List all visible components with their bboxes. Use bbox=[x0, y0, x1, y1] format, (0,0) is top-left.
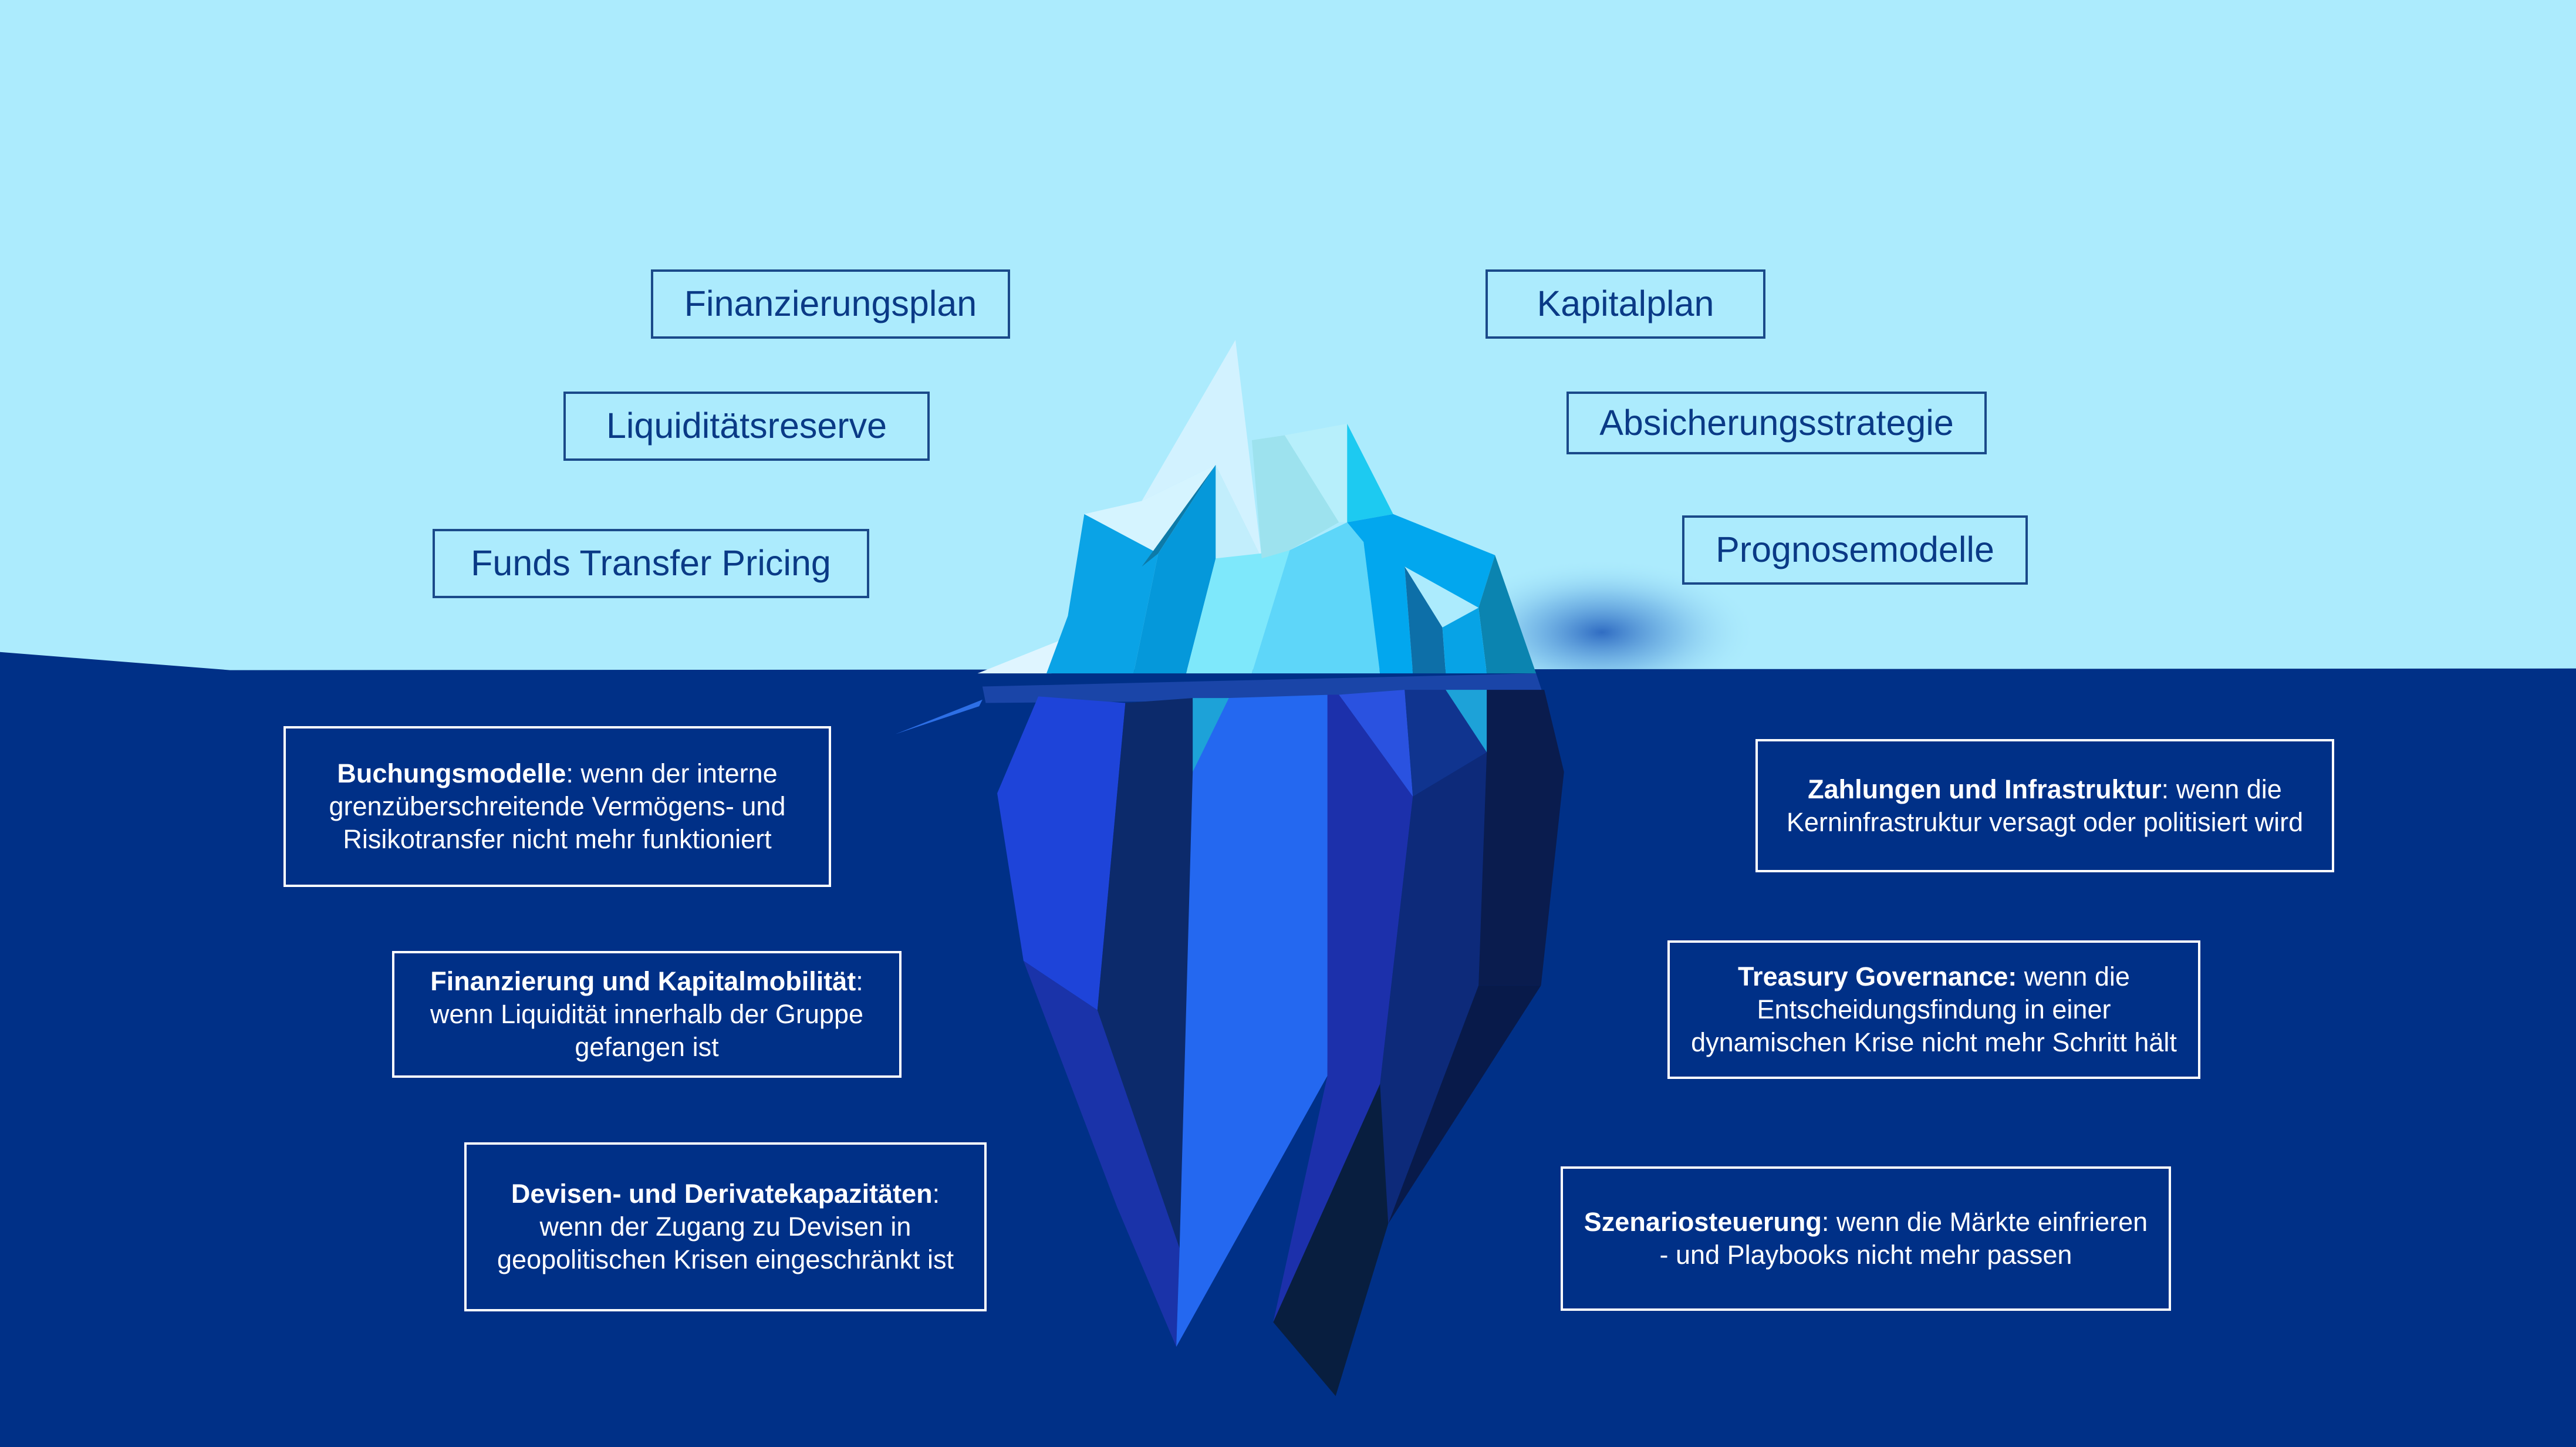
berg-shard bbox=[1347, 514, 1495, 674]
iceberg-underwater bbox=[895, 673, 1564, 1397]
berg-shard bbox=[1142, 340, 1262, 559]
card-line-1: wenn die bbox=[2024, 962, 2130, 991]
card-title: Treasury Governance: bbox=[1738, 962, 2017, 991]
berg-shard bbox=[1023, 960, 1180, 1347]
iceberg-above-water bbox=[977, 340, 1537, 674]
card-buchungsmodelle: Buchungsmodelle: wenn der interne grenzü… bbox=[283, 726, 831, 887]
card-text: Zahlungen und Infrastruktur: wenn die Ke… bbox=[1787, 773, 2303, 839]
berg-shard bbox=[1347, 423, 1393, 522]
card-text: Treasury Governance: wenn die Entscheidu… bbox=[1691, 960, 2177, 1059]
card-text: Finanzierung und Kapitalmobilität: wenn … bbox=[430, 965, 863, 1064]
berg-shard bbox=[1478, 690, 1564, 986]
card-line-2: wenn Liquidität innerhalb der Gruppe bbox=[430, 999, 863, 1029]
card-zahlungen-infrastruktur: Zahlungen und Infrastruktur: wenn die Ke… bbox=[1755, 739, 2334, 872]
card-sep: : bbox=[1821, 1207, 1836, 1237]
card-line-3: gefangen ist bbox=[575, 1032, 719, 1062]
card-line-3: Risikotransfer nicht mehr funktioniert bbox=[343, 824, 772, 854]
berg-shard bbox=[1186, 550, 1290, 674]
card-line-3: geopolitischen Krisen eingeschränkt ist bbox=[497, 1244, 954, 1274]
card-finanzierung-kapitalmobilitaet: Finanzierung und Kapitalmobilität: wenn … bbox=[392, 951, 902, 1078]
card-title: Zahlungen und Infrastruktur bbox=[1808, 774, 2162, 804]
berg-shard bbox=[1442, 608, 1487, 674]
berg-shard bbox=[1284, 423, 1348, 522]
label-text: Prognosemodelle bbox=[1716, 529, 1994, 570]
card-line-1: wenn der interne bbox=[580, 758, 778, 788]
card-title: Finanzierung und Kapitalmobilität bbox=[430, 966, 856, 996]
card-sep: : bbox=[932, 1179, 940, 1209]
label-text: Liquiditätsreserve bbox=[606, 406, 887, 446]
label-funds-transfer-pricing: Funds Transfer Pricing bbox=[433, 529, 869, 598]
label-prognosemodelle: Prognosemodelle bbox=[1682, 515, 2028, 585]
berg-shard bbox=[1084, 464, 1216, 554]
berg-shard bbox=[1251, 522, 1380, 674]
card-title: Szenariosteuerung bbox=[1584, 1207, 1822, 1237]
berg-shard bbox=[1478, 555, 1537, 674]
berg-shard bbox=[1142, 464, 1216, 567]
berg-shard bbox=[1339, 690, 1413, 797]
berg-shard bbox=[1251, 435, 1339, 559]
card-sep: : bbox=[2161, 774, 2176, 804]
card-text: Devisen- und Derivatekapazitäten: wenn d… bbox=[497, 1178, 954, 1276]
berg-shard bbox=[1405, 566, 1446, 674]
card-line-3: dynamischen Krise nicht mehr Schritt häl… bbox=[1691, 1027, 2177, 1057]
card-sep: : bbox=[856, 966, 863, 996]
label-text: Finanzierungsplan bbox=[684, 284, 977, 324]
card-devisen-derivate: Devisen- und Derivatekapazitäten: wenn d… bbox=[464, 1142, 987, 1311]
card-line-2: - und Playbooks nicht mehr passen bbox=[1659, 1240, 2072, 1270]
card-text: Buchungsmodelle: wenn der interne grenzü… bbox=[329, 757, 786, 856]
berg-shard bbox=[1097, 698, 1193, 1249]
label-text: Funds Transfer Pricing bbox=[471, 543, 831, 583]
card-line-1: wenn die bbox=[2176, 774, 2282, 804]
card-text: Szenariosteuerung: wenn die Märkte einfr… bbox=[1584, 1206, 2148, 1271]
label-liquiditaetsreserve: Liquiditätsreserve bbox=[563, 392, 930, 461]
berg-shard bbox=[1380, 752, 1487, 1224]
card-szenariosteuerung: Szenariosteuerung: wenn die Märkte einfr… bbox=[1561, 1166, 2171, 1311]
card-title: Buchungsmodelle bbox=[337, 758, 566, 788]
card-treasury-governance: Treasury Governance: wenn die Entscheidu… bbox=[1667, 940, 2200, 1079]
label-finanzierungsplan: Finanzierungsplan bbox=[651, 269, 1010, 339]
berg-shard bbox=[997, 696, 1126, 1010]
label-text: Kapitalplan bbox=[1537, 284, 1714, 324]
berg-shard bbox=[1046, 514, 1159, 674]
label-kapitalplan: Kapitalplan bbox=[1485, 269, 1765, 339]
card-line-2: grenzüberschreitende Vermögens- und bbox=[329, 791, 786, 821]
berg-shard bbox=[1273, 1084, 1389, 1397]
card-sep: : bbox=[566, 758, 581, 788]
card-line-2: Kerninfrastruktur versagt oder politisie… bbox=[1786, 807, 2304, 837]
card-line-2: Entscheidungsfindung in einer bbox=[1757, 994, 2111, 1024]
card-title: Devisen- und Derivatekapazitäten bbox=[511, 1179, 933, 1209]
card-line-1: wenn die Märkte einfrieren bbox=[1836, 1207, 2148, 1237]
berg-shard bbox=[1446, 690, 1487, 753]
card-line-2: wenn der Zugang zu Devisen in bbox=[539, 1212, 911, 1242]
berg-shard bbox=[1216, 464, 1262, 559]
berg-shard bbox=[1176, 694, 1331, 1347]
card-sep bbox=[2017, 962, 2024, 991]
label-absicherungsstrategie: Absicherungsstrategie bbox=[1566, 392, 1987, 454]
berg-shard bbox=[1273, 694, 1413, 1323]
berg-shard bbox=[1405, 690, 1487, 797]
berg-shard bbox=[1133, 464, 1216, 674]
label-text: Absicherungsstrategie bbox=[1599, 402, 1954, 443]
